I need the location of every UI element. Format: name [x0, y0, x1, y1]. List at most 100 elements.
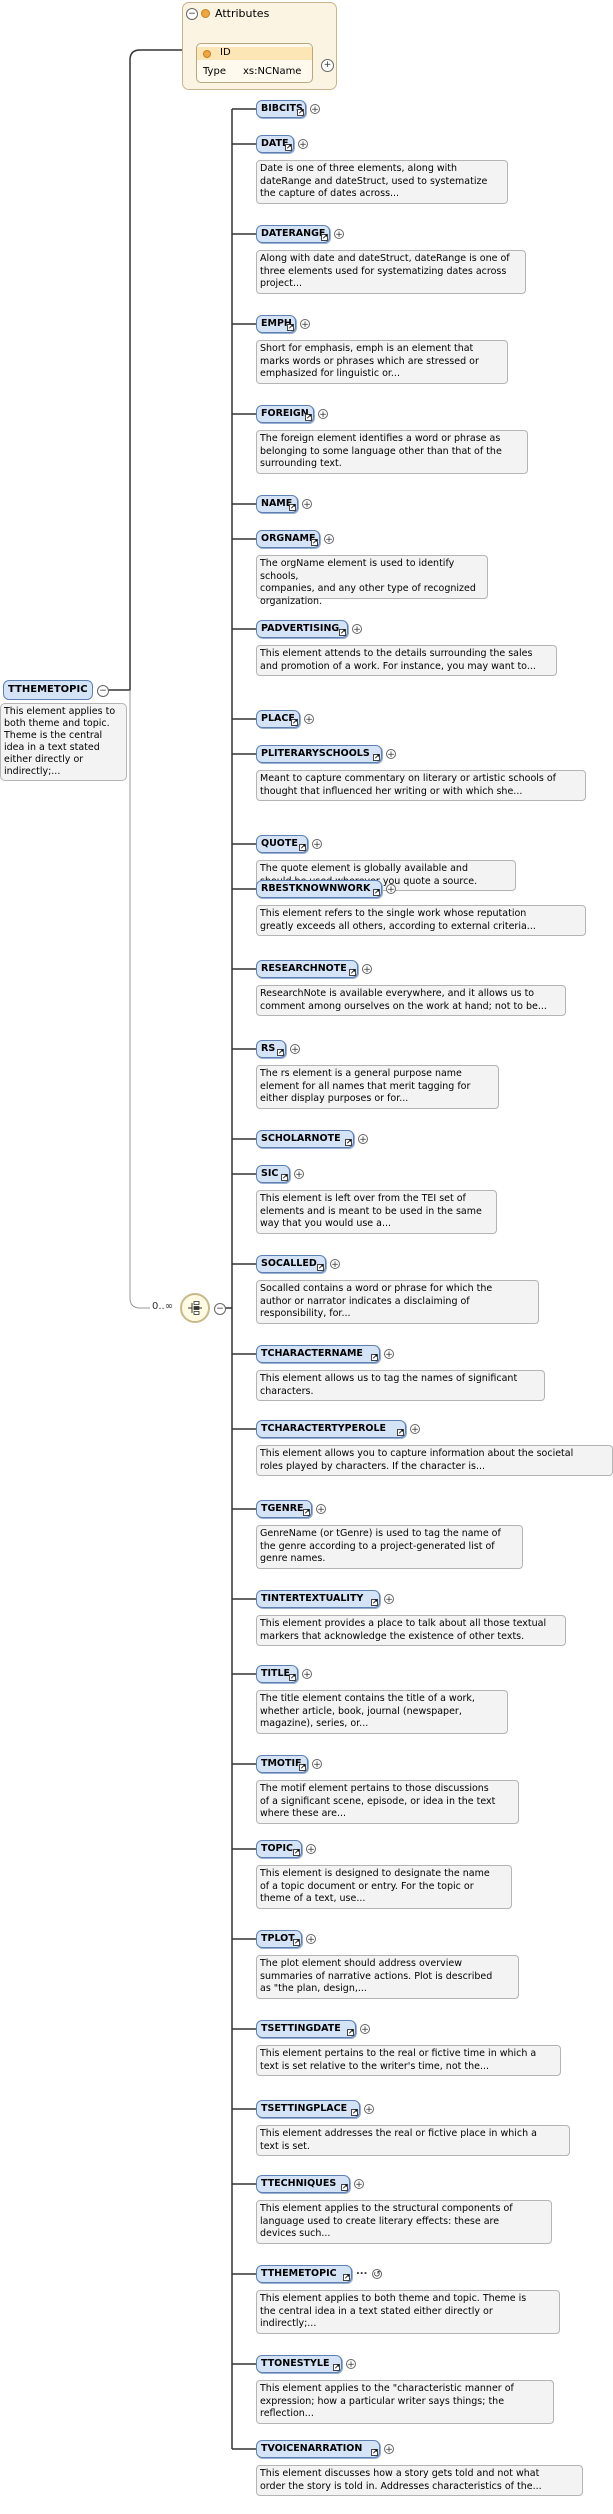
expand-plus-icon[interactable]: + — [290, 1044, 300, 1055]
root-element[interactable]: TTHEMETOPIC — [3, 680, 93, 700]
expand-plus-icon[interactable]: + — [312, 839, 322, 850]
element-ttonestyle[interactable]: TTONESTYLE↗ — [256, 2355, 342, 2373]
element-description: GenreName (or tGenre) is used to tag the… — [256, 1525, 523, 1569]
reference-arrow-icon: ↗ — [339, 628, 346, 636]
expand-plus-icon[interactable]: + — [384, 1594, 394, 1605]
expand-plus-icon[interactable]: + — [386, 749, 396, 760]
expand-plus-icon[interactable]: + — [386, 884, 396, 895]
attribute-id-header — [197, 47, 312, 60]
element-name: ORGNAME — [261, 533, 316, 544]
expand-plus-icon[interactable]: + — [302, 1669, 312, 1680]
element-rbestknownwork[interactable]: RBESTKNOWNWORK↗ — [256, 880, 382, 898]
choice-expand-icon[interactable]: − — [214, 1303, 226, 1315]
element-description: This element discusses how a story gets … — [256, 2465, 583, 2496]
expand-plus-icon[interactable]: + — [384, 1349, 394, 1360]
element-daterange[interactable]: DATERANGE↗ — [256, 225, 330, 243]
element-name: QUOTE — [261, 838, 298, 849]
expand-plus-icon[interactable]: + — [321, 59, 334, 72]
element-name: FOREIGN — [261, 408, 309, 419]
reference-arrow-icon: ↗ — [293, 1938, 300, 1946]
root-element-name: TTHEMETOPIC — [8, 684, 88, 695]
element-name: RBESTKNOWNWORK — [261, 883, 371, 894]
expand-plus-icon[interactable]: + — [302, 499, 312, 510]
element-tcharactertyperole[interactable]: TCHARACTERTYPEROLE↗ — [256, 1420, 406, 1438]
root-element-description: This element applies to both theme and t… — [0, 703, 127, 781]
element-tgenre[interactable]: TGENRE↗ — [256, 1500, 312, 1518]
expand-plus-icon[interactable]: + — [310, 104, 320, 115]
element-name: RESEARCHNOTE — [261, 963, 347, 974]
element-name: TVOICENARRATION — [261, 2443, 363, 2454]
element-description: This element addresses the real or ficti… — [256, 2125, 570, 2156]
attribute-type-value: xs:NCName — [243, 66, 302, 77]
element-name[interactable]: NAME↗ — [256, 495, 298, 513]
expand-plus-icon[interactable]: + — [306, 1844, 316, 1855]
expand-plus-icon[interactable]: + — [298, 139, 308, 150]
expand-plus-icon[interactable]: + — [362, 964, 372, 975]
expand-plus-icon[interactable]: + — [334, 229, 344, 240]
element-name: BIBCITS — [261, 103, 303, 114]
element-tcharactername[interactable]: TCHARACTERNAME↗ — [256, 1345, 380, 1363]
expand-plus-icon[interactable]: + — [312, 1759, 322, 1770]
expand-plus-icon[interactable]: + — [354, 2179, 364, 2190]
element-tsettingplace[interactable]: TSETTINGPLACE↗ — [256, 2100, 360, 2118]
reference-arrow-icon: ↗ — [299, 1763, 306, 1771]
element-name: EMPH — [261, 318, 292, 329]
expand-plus-icon[interactable]: + — [358, 1134, 368, 1145]
element-bibcits[interactable]: BIBCITS↗ — [256, 100, 306, 118]
element-description: ResearchNote is available everywhere, an… — [256, 985, 566, 1016]
expand-plus-icon[interactable]: + — [346, 2359, 356, 2370]
recursion-icon[interactable]: ↺ — [372, 2269, 382, 2280]
element-scholarnote[interactable]: SCHOLARNOTE↗ — [256, 1130, 354, 1148]
element-pliteraryschools[interactable]: PLITERARYSCHOOLS↗ — [256, 745, 382, 763]
element-name: PLACE — [261, 713, 295, 724]
element-quote[interactable]: QUOTE↗ — [256, 835, 308, 853]
element-tvoicenarration[interactable]: TVOICENARRATION↗ — [256, 2440, 380, 2458]
expand-plus-icon[interactable]: + — [360, 2024, 370, 2035]
element-orgname[interactable]: ORGNAME↗ — [256, 530, 320, 548]
attributes-title: Attributes — [215, 7, 270, 20]
element-padvertising[interactable]: PADVERTISING↗ — [256, 620, 348, 638]
element-topic[interactable]: TOPIC↗ — [256, 1840, 302, 1858]
expand-plus-icon[interactable]: + — [364, 2104, 374, 2115]
attribute-group-icon — [201, 9, 210, 18]
expand-plus-icon[interactable]: + — [294, 1169, 304, 1180]
element-rs[interactable]: RS↗ — [256, 1040, 286, 1058]
attributes-panel: − Attributes ID Type xs:NCName + — [182, 2, 337, 90]
element-socalled[interactable]: SOCALLED↗ — [256, 1255, 326, 1273]
element-tmotif[interactable]: TMOTIF↗ — [256, 1755, 308, 1773]
element-description: The plot element should address overview… — [256, 1955, 519, 1999]
element-tplot[interactable]: TPLOT↗ — [256, 1930, 302, 1948]
element-researchnote[interactable]: RESEARCHNOTE↗ — [256, 960, 358, 978]
element-title[interactable]: TITLE↗ — [256, 1665, 298, 1683]
root-expand-icon[interactable]: − — [97, 685, 109, 697]
element-tintertextuality[interactable]: TINTERTEXTUALITY↗ — [256, 1590, 380, 1608]
element-date[interactable]: DATE↗ — [256, 135, 294, 153]
expand-plus-icon[interactable]: + — [318, 409, 328, 420]
element-foreign[interactable]: FOREIGN↗ — [256, 405, 314, 423]
reference-arrow-icon: ↗ — [371, 1598, 378, 1606]
expand-plus-icon[interactable]: + — [384, 2444, 394, 2455]
element-ttechniques[interactable]: TTECHNIQUES↗ — [256, 2175, 350, 2193]
expand-plus-icon[interactable]: + — [324, 534, 334, 545]
element-emph[interactable]: EMPH↗ — [256, 315, 296, 333]
expand-plus-icon[interactable]: + — [304, 714, 314, 725]
expand-plus-icon[interactable]: + — [330, 1259, 340, 1270]
collapse-toggle-icon[interactable]: − — [186, 8, 198, 20]
expand-plus-icon[interactable]: + — [306, 1934, 316, 1945]
element-place[interactable]: PLACE↗ — [256, 710, 300, 728]
connector-line — [129, 690, 150, 1309]
element-sic[interactable]: SIC↗ — [256, 1165, 290, 1183]
element-description: Short for emphasis, emph is an element t… — [256, 340, 508, 384]
expand-plus-icon[interactable]: + — [410, 1424, 420, 1435]
element-description: This element allows us to tag the names … — [256, 1370, 545, 1401]
expand-plus-icon[interactable]: + — [352, 624, 362, 635]
element-tthemetopic[interactable]: TTHEMETOPIC↗ — [256, 2265, 352, 2283]
element-description: This element attends to the details surr… — [256, 645, 557, 676]
element-tsettingdate[interactable]: TSETTINGDATE↗ — [256, 2020, 356, 2038]
expand-plus-icon[interactable]: + — [316, 1504, 326, 1515]
expand-plus-icon[interactable]: + — [300, 319, 310, 330]
reference-arrow-icon: ↗ — [397, 1428, 404, 1436]
element-description: The foreign element identifies a word or… — [256, 430, 528, 474]
